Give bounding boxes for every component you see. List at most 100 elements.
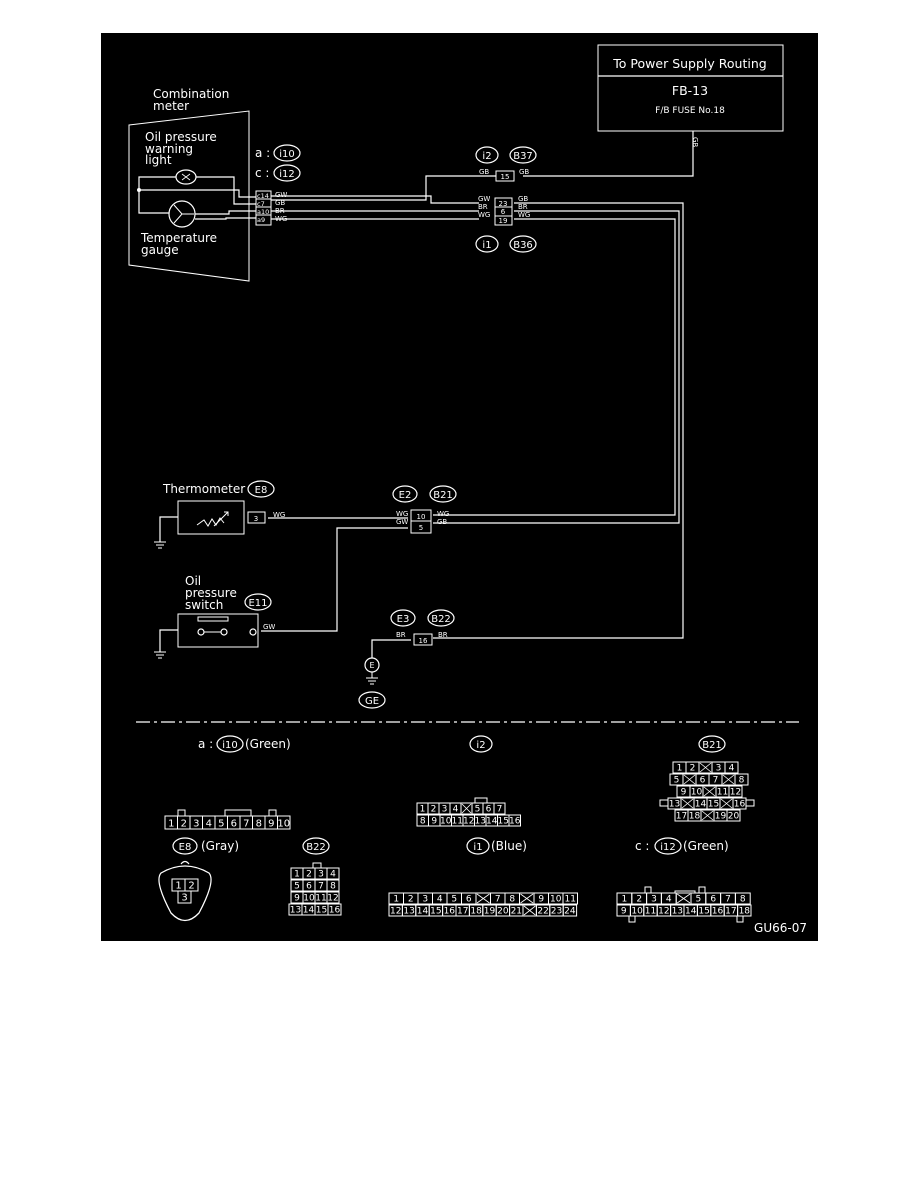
oil-switch-wire: GW bbox=[263, 623, 275, 631]
connector-housing-tab bbox=[674, 890, 696, 894]
conn-b22-row3-pin: 11 bbox=[315, 894, 326, 904]
conn-b21-row2-pin: 5 bbox=[674, 776, 680, 786]
conn-i1-row1-pin: 10 bbox=[550, 895, 562, 905]
conn-i12-row1-pin: 1 bbox=[622, 895, 628, 905]
oil-switch-label-line1: Oil bbox=[185, 574, 201, 588]
conn-b22-row4-cell bbox=[327, 903, 342, 916]
temp-gauge-label-line1: Temperature bbox=[140, 231, 217, 245]
conn-i12-row1-pin: 8 bbox=[740, 895, 746, 905]
conn-e8-row2-pin: 3 bbox=[181, 893, 187, 904]
meter-title-line1: Combination bbox=[153, 87, 229, 101]
junction-top-wire-right: GB bbox=[519, 168, 529, 176]
oil-pressure-switch: Oil pressure switch E11 GW bbox=[154, 574, 275, 659]
junction-mid-conn-left: i1 bbox=[482, 240, 491, 251]
conn-i12-row2-pin: 10 bbox=[631, 907, 643, 917]
junction-e2-wire-right-2: GB bbox=[437, 518, 447, 526]
conn-b21-row5-pin: 17 bbox=[676, 812, 687, 822]
conn-b22-row2-pin: 8 bbox=[330, 882, 336, 892]
conn-i2-row2-pin: 11 bbox=[452, 817, 463, 827]
conn-i2-row1-pin: 6 bbox=[486, 805, 492, 815]
conn-i1-row1-pin: 2 bbox=[408, 895, 414, 905]
junction-i1-b36: 23 6 19 GW BR WG GB BR WG i1 B36 bbox=[475, 195, 537, 253]
conn-i10-pin: 7 bbox=[243, 819, 249, 830]
conn-i2-row2-pin: 13 bbox=[475, 817, 486, 827]
junction-top-conn-left: i2 bbox=[482, 151, 491, 162]
conn-i1-row2-pin: 21 bbox=[511, 907, 522, 917]
conn-i1-row2-pin: 18 bbox=[470, 907, 482, 917]
conn-b22-row4-pin: 15 bbox=[316, 906, 327, 916]
conn-b21-row1-pin: 1 bbox=[677, 764, 683, 774]
conn-i1-row2-pin: 15 bbox=[430, 907, 441, 917]
conn-i12-row2-pin: 16 bbox=[712, 907, 724, 917]
conn-i1-row2-pin: 24 bbox=[564, 907, 576, 917]
junction-mid-wire-right-1: GB bbox=[518, 195, 528, 203]
conn-i1-row2-blank bbox=[523, 905, 536, 916]
conn-i12-row2-pin: 12 bbox=[658, 907, 669, 917]
conn-i12-row1-pin: 3 bbox=[651, 895, 657, 905]
meter-pin-3: a10 bbox=[257, 208, 269, 216]
conn-i12-row2-pin: 13 bbox=[672, 907, 683, 917]
conn-b21-row3-pin: 11 bbox=[717, 788, 728, 798]
conn-i2-row2-pin: 16 bbox=[509, 817, 521, 827]
junction-e2-b21: E2 B21 10 5 WG GW WG GB bbox=[392, 485, 457, 534]
conn-i12-row2-cell bbox=[737, 904, 752, 917]
conn-i12-row2-pin: 18 bbox=[739, 907, 751, 917]
meter-pin-4: a9 bbox=[257, 216, 265, 224]
junction-e2-pin-2: 5 bbox=[419, 524, 423, 532]
junction-mid-conn-right: B36 bbox=[513, 240, 533, 251]
conn-i2-row1-pin: 5 bbox=[475, 805, 481, 815]
conn-b21-row2-pin: 8 bbox=[739, 776, 745, 786]
conn-i1-row2-pin: 17 bbox=[457, 907, 468, 917]
conn-b21-row3-blank bbox=[703, 786, 716, 797]
conn-i10-cell bbox=[277, 815, 291, 830]
conn-e8-name: E8 bbox=[179, 842, 192, 853]
conn-b21-row4-blank bbox=[681, 798, 694, 809]
conn-i10-pin: 2 bbox=[181, 819, 187, 830]
conn-i2-row1-pin: 1 bbox=[420, 805, 426, 815]
meter-conn-a-prefix: a : bbox=[255, 146, 270, 160]
conn-i10-pin: 3 bbox=[193, 819, 199, 830]
conn-b22-row2-cell bbox=[326, 879, 340, 892]
conn-i12-row1-pin: 7 bbox=[725, 895, 731, 905]
junction-i2-b37: i2 B37 15 GB GB bbox=[475, 146, 537, 182]
conn-i12-row1-blank bbox=[676, 893, 691, 904]
conn-b21-row4-pin: 13 bbox=[669, 800, 680, 810]
conn-b22-row1-pin: 2 bbox=[306, 870, 312, 880]
conn-i1-row2-pin: 14 bbox=[417, 907, 429, 917]
conn-i1-row2-pin: 20 bbox=[497, 907, 509, 917]
wiring-diagram-panel: To Power Supply Routing FB-13 F/B FUSE N… bbox=[101, 33, 818, 941]
junction-e3-conn-right: B22 bbox=[431, 614, 451, 625]
conn-i12-row1-pin: 4 bbox=[666, 895, 672, 905]
junction-mid-wire-right-2: BR bbox=[518, 203, 528, 211]
meter-pin-2: c7 bbox=[257, 200, 265, 208]
oil-switch-label-line3: switch bbox=[185, 598, 223, 612]
conn-i1-row2-pin: 13 bbox=[403, 907, 414, 917]
conn-b22-row1-pin: 4 bbox=[330, 870, 336, 880]
conn-b21-row3-pin: 9 bbox=[681, 788, 687, 798]
conn-e8-row2-cell bbox=[177, 890, 192, 904]
junction-top-conn-right: B37 bbox=[513, 151, 533, 162]
conn-i12-name: i12 bbox=[660, 842, 676, 853]
conn-i12-row1-cell bbox=[734, 892, 751, 905]
junction-mid-wire-left-2: BR bbox=[478, 203, 488, 211]
conn-i1-row2-pin: 12 bbox=[390, 907, 401, 917]
conn-i2-row2-pin: 8 bbox=[420, 817, 426, 827]
connector-housing-tab bbox=[177, 809, 186, 817]
conn-b21-row1-pin: 2 bbox=[690, 764, 696, 774]
power-supply-code: FB-13 bbox=[672, 83, 708, 98]
conn-b21-row2-pin: 7 bbox=[713, 776, 719, 786]
connector-housing-tab bbox=[644, 886, 652, 894]
junction-e2-conn-left: E2 bbox=[399, 490, 412, 501]
conn-b21-row1-pin: 3 bbox=[716, 764, 722, 774]
conn-b22-row1-cell bbox=[326, 867, 340, 880]
conn-i2-row1-cell bbox=[493, 802, 506, 815]
conn-b22-row3-pin: 12 bbox=[327, 894, 338, 904]
meter-conn-c-prefix: c : bbox=[255, 166, 269, 180]
oil-warning-label-line2: warning bbox=[145, 142, 193, 156]
conn-b22-row4-pin: 14 bbox=[303, 906, 315, 916]
junction-top-wire-left: GB bbox=[479, 168, 489, 176]
thermometer-wire: WG bbox=[273, 511, 285, 519]
conn-i12-row2-pin: 11 bbox=[645, 907, 656, 917]
conn-b21-row1-cell bbox=[724, 761, 739, 774]
